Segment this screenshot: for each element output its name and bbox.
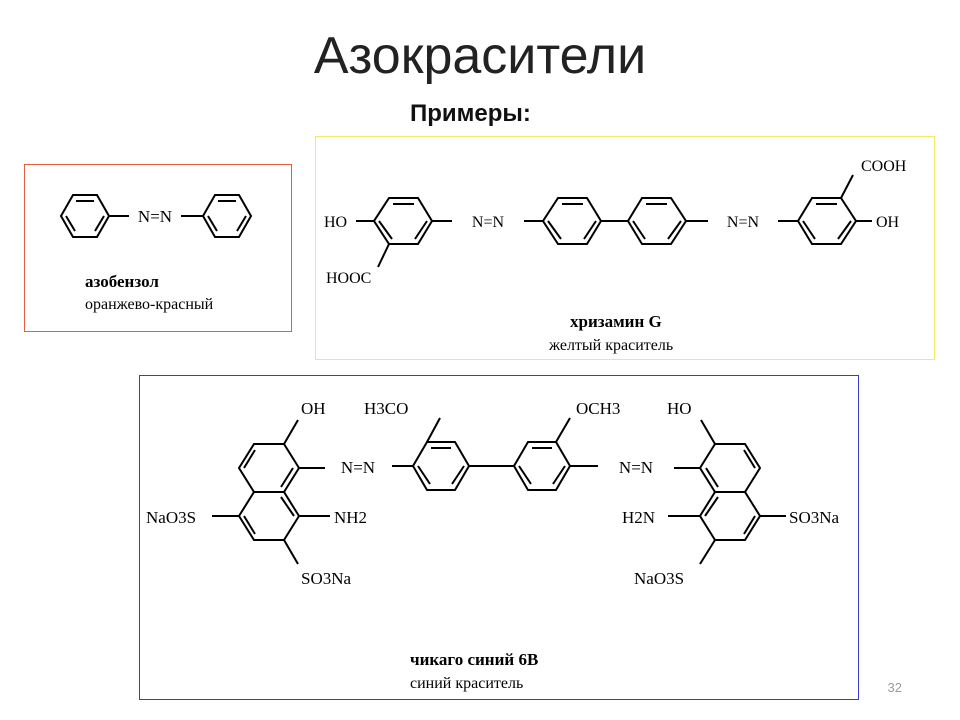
carboxyl-label: HOOC: [326, 270, 371, 287]
methoxy-label: OCH3: [576, 399, 620, 418]
double-bond: [94, 215, 105, 232]
double-bond: [65, 215, 76, 232]
azo-group-label: N=N: [472, 214, 505, 231]
azo-group-label: N=N: [727, 214, 760, 231]
compound-name: хризамин G: [570, 312, 662, 331]
double-bond: [414, 220, 428, 240]
azo-group-label: N=N: [619, 458, 653, 477]
double-bond: [236, 215, 247, 232]
chicago-blue-structure: OH H3CO OCH3 HO N=N N=N NaO3S NH2 SO3Na …: [146, 399, 840, 692]
bond: [840, 174, 854, 199]
double-bond: [378, 220, 393, 240]
double-bond: [417, 465, 431, 485]
double-bond: [518, 465, 532, 485]
double-bond: [705, 467, 719, 488]
azobenzene-panel: N=N азобензол оранжево-красный: [24, 164, 292, 332]
double-bond: [583, 220, 597, 240]
bond: [700, 419, 716, 445]
double-bond: [280, 467, 294, 488]
naphthalene-ring: [698, 491, 762, 541]
bond: [283, 419, 299, 445]
bond: [377, 243, 390, 268]
double-bond: [243, 515, 256, 535]
azo-group-label: N=N: [138, 207, 172, 226]
slide-subtitle: Примеры:: [410, 100, 531, 127]
double-bond: [802, 220, 816, 240]
hydroxyl-label: OH: [301, 399, 326, 418]
double-bond: [451, 465, 465, 485]
carboxyl-label: COOH: [861, 158, 907, 175]
double-bond: [207, 215, 218, 232]
chrysamine-structure: HO HOOC N=N N=N COOH OH хризамин G желты…: [324, 158, 907, 354]
compound-name: азобензол: [85, 272, 159, 291]
sulfonate-label: NaO3S: [146, 508, 196, 527]
sulfonate-label: NaO3S: [634, 569, 684, 588]
hydroxyl-label: OH: [876, 214, 900, 231]
bond: [283, 539, 299, 565]
amino-label: NH2: [334, 508, 367, 527]
sulfonate-label: SO3Na: [789, 508, 840, 527]
sulfonate-label: SO3Na: [301, 569, 352, 588]
page-number: 32: [887, 680, 902, 695]
azo-group-label: N=N: [341, 458, 375, 477]
compound-description: оранжево-красный: [85, 296, 214, 313]
compound-description: синий краситель: [410, 675, 523, 692]
bond: [699, 539, 716, 565]
amino-label: H2N: [622, 508, 655, 527]
double-bond: [667, 220, 682, 240]
benzene-ring: [512, 441, 572, 491]
naphthalene-ring: [237, 443, 301, 493]
double-bond: [280, 496, 295, 517]
hydroxyl-label: HO: [667, 399, 692, 418]
double-bond: [743, 449, 756, 469]
benzene-ring-left: [59, 194, 111, 238]
double-bond: [243, 449, 256, 469]
chicago-blue-panel: OH H3CO OCH3 HO N=N N=N NaO3S NH2 SO3Na …: [139, 375, 859, 700]
double-bond: [547, 220, 562, 240]
bond: [426, 417, 441, 443]
bond: [555, 417, 571, 443]
methoxy-label: H3CO: [364, 399, 408, 418]
slide-title: Азокрасители: [313, 27, 647, 85]
benzene-ring: [626, 197, 688, 245]
benzene-ring: [411, 441, 471, 491]
double-bond: [837, 220, 852, 240]
naphthalene-ring: [237, 491, 301, 541]
hydroxyl-label: HO: [324, 214, 347, 231]
chrysamine-panel: HO HOOC N=N N=N COOH OH хризамин G желты…: [315, 136, 935, 360]
double-bond: [743, 515, 756, 535]
compound-name: чикаго синий 6В: [410, 650, 538, 669]
double-bond: [704, 496, 719, 517]
naphthalene-ring: [698, 443, 762, 493]
azobenzene-structure: N=N азобензол оранжево-красный: [59, 194, 253, 313]
benzene-ring-right: [201, 194, 253, 238]
double-bond: [552, 465, 566, 485]
double-bond: [632, 220, 646, 240]
compound-description: желтый краситель: [548, 337, 673, 354]
